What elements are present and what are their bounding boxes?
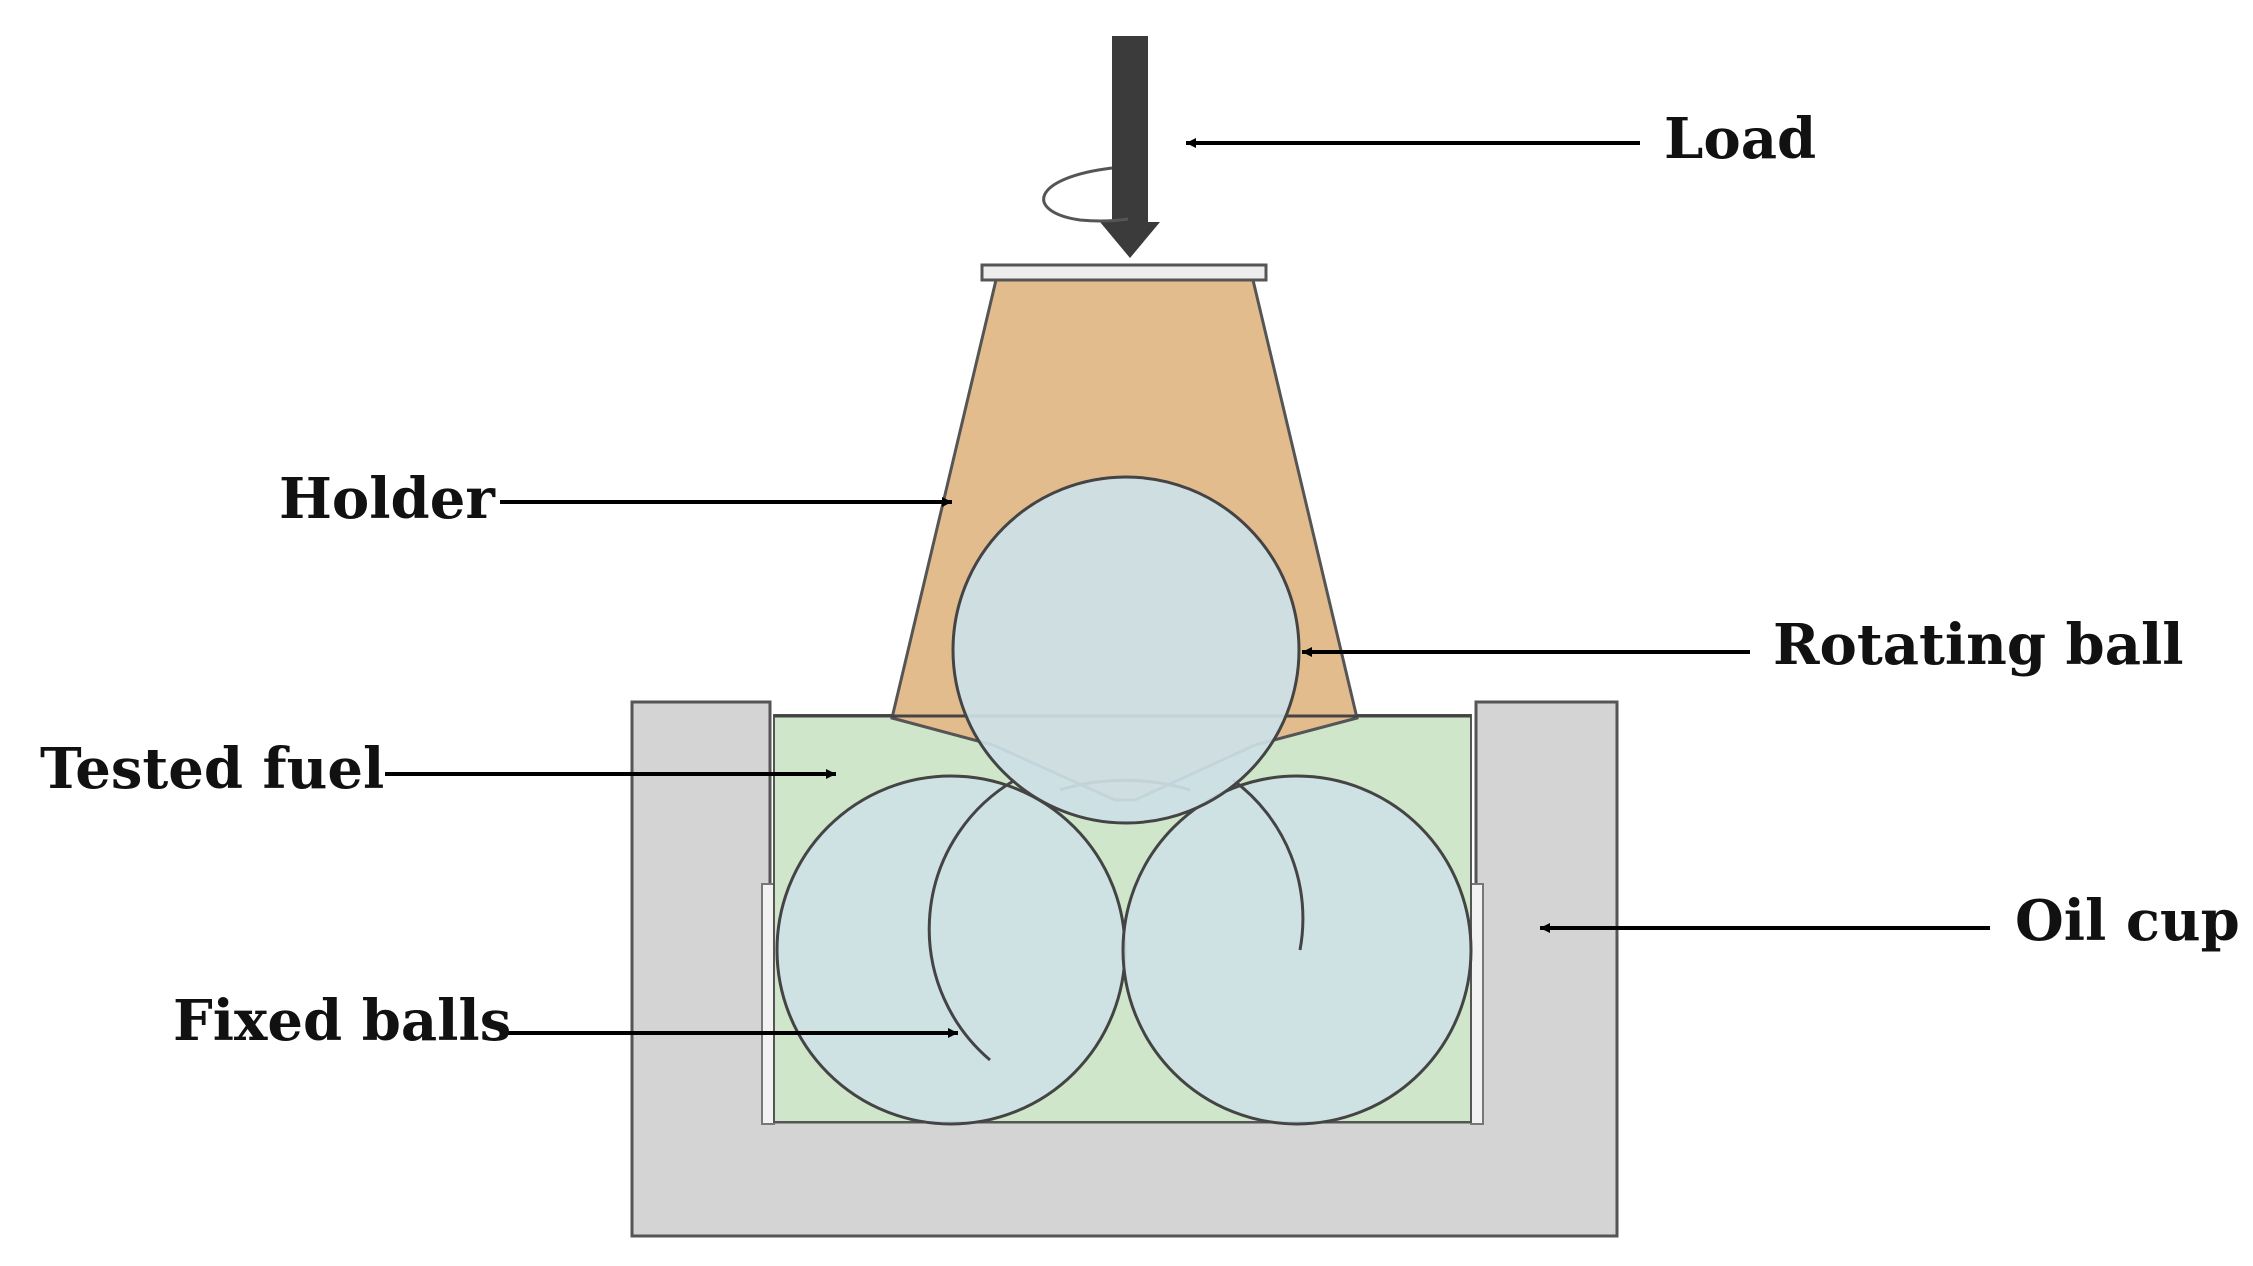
fixed-ball-back-arc-right (1232, 778, 1305, 951)
fixed-ball-left (775, 774, 1127, 1126)
load-plate (980, 263, 1268, 282)
cup-inner-rim-left (761, 883, 775, 1125)
oil-cup (630, 700, 1619, 1238)
label-tested-fuel: Tested fuel (40, 736, 384, 802)
load-shaft-arrowhead (1100, 222, 1160, 258)
label-oil-cup: Oil cup (2015, 888, 2240, 954)
label-load: Load (1664, 106, 1816, 172)
label-fixed-balls: Fixed balls (173, 988, 511, 1054)
fixed-ball-right (1121, 774, 1473, 1126)
label-holder: Holder (279, 466, 496, 532)
load-shaft (1112, 36, 1148, 222)
fixed-ball-back-arc-left (927, 778, 1016, 1062)
rotating-ball (951, 475, 1301, 825)
label-rotating-ball: Rotating ball (1773, 612, 2184, 678)
rotation-arrow-icon (1042, 166, 1129, 223)
cup-inner-rim-right (1470, 883, 1484, 1125)
